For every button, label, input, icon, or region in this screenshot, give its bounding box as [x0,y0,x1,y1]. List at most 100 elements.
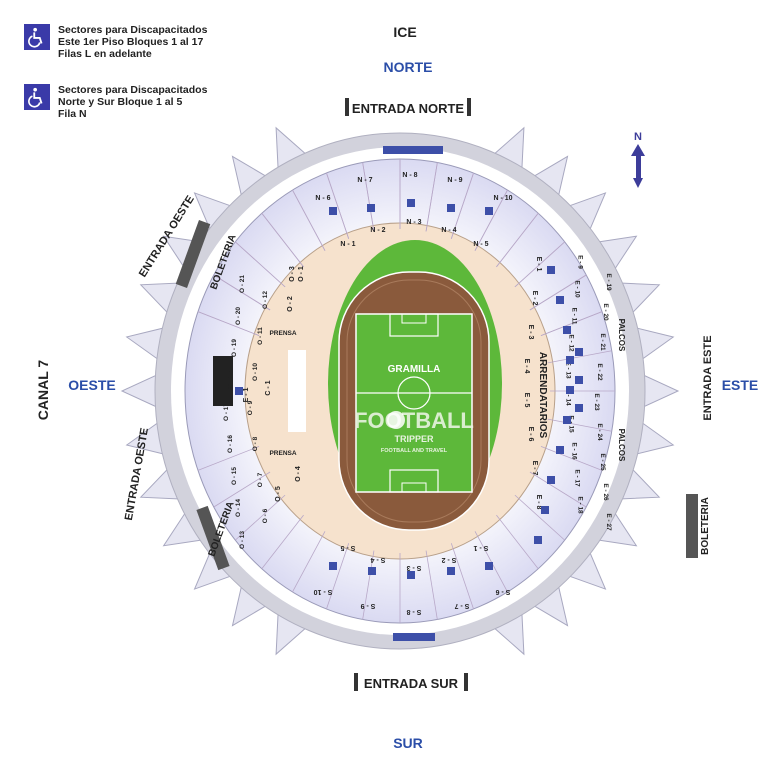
entrada-este-sign: ENTRADA ESTE [702,335,714,420]
legend-item-north-south: Sectores para Discapacitados Norte y Sur… [24,84,207,120]
sector-label: O - 19 [231,339,238,357]
boleteria-east-label: BOLETERIA [700,497,711,555]
sector-label: S - 8 [407,608,422,615]
goal-box-bottom [401,482,427,493]
sector-divider [235,241,286,288]
disabled-seat-marker [547,476,555,484]
sector-divider [547,418,612,432]
boleteria-bar-west-top [175,219,211,289]
disabled-seat-marker [407,199,415,207]
disabled-seat-marker [485,562,493,570]
sector-label: N - 5 [473,241,488,248]
sector-label: E - 15 [568,415,575,433]
sector-label: E - 2 [531,291,538,306]
prensa-bottom-label: PRENSA [269,450,296,457]
watermark-line2: TRIPPER [394,434,434,444]
disabled-seat-marker [367,204,375,212]
sector-label: O - 18 [227,371,234,389]
sector-label: S - 7 [455,602,470,609]
sector-label: S - 6 [496,588,511,595]
sector-label: E - 9 [577,255,584,269]
svg-text:ENTRADA ESTE: ENTRADA ESTE [702,335,714,420]
legend-item-east: Sectores para Discapacitados Este 1er Pi… [24,24,207,60]
sector-label: E - 11 [571,308,578,325]
sector-label: O - 9 [247,400,254,415]
disabled-seat-marker [575,404,583,412]
svg-text:ENTRADA NORTE: ENTRADA NORTE [352,101,465,116]
sector-divider [425,162,438,232]
prensa-top-label: PRENSA [269,330,296,337]
sector-divider [496,514,539,569]
sector-divider [540,446,603,471]
sector-divider [540,311,603,336]
sector-label: E - 1 [535,257,542,272]
oeste-label: OESTE [68,377,115,393]
disabled-seat-marker [563,416,571,424]
sector-divider [514,494,565,541]
sector-label: E - 22 [596,363,603,381]
sector-divider [197,311,260,336]
entrada-sur-sign: ENTRADA SUR [354,673,468,691]
sector-label: O - 6 [262,508,269,523]
sector-divider [261,514,304,569]
sector-label: N - 1 [340,241,355,248]
sector-label: E - 26 [602,483,609,501]
sector-label: N - 6 [315,195,330,202]
sector-label: E - 10 [574,280,581,298]
sector-label: O - 17 [223,403,230,421]
boleteria-bar-east [686,494,698,558]
sur-label: SUR [393,735,423,751]
pitch [355,313,473,493]
sector-divider [496,213,539,268]
disabled-seat-marker [407,571,415,579]
wheelchair-icon [24,24,50,50]
sector-label: E - 16 [571,442,578,460]
sector-label: E - 27 [605,513,612,531]
sector-label: O - 1 [298,266,305,282]
boleteria-bar-west-bottom [196,505,230,571]
sector-label: O - 5 [275,486,282,502]
sector-divider [425,550,438,620]
field-name: GRAMILLA [388,364,441,375]
sector-label: S - 10 [314,588,333,595]
sector-label: O - 10 [252,363,259,381]
sector-label: S - 1 [474,544,489,551]
disabled-seat-marker [235,387,243,395]
sector-label: S - 4 [371,556,386,563]
watermark-line1: FOOTBALL [354,408,474,433]
sector-label: E - 14 [565,388,572,406]
sector-label: O - 12 [262,291,269,309]
sector-label: O - 13 [239,531,246,549]
disabled-seat-marker [447,204,455,212]
sector-label: S - 3 [407,564,422,571]
disabled-seat-marker [556,296,564,304]
watermark-line3: FOOTBALL AND TRAVEL [381,448,448,454]
disabled-seat-marker [534,536,542,544]
sector-divider [326,172,350,239]
sector-label: E - 12 [568,334,575,352]
north-arrow-letter: N [634,131,642,143]
sector-divider [547,350,612,364]
sector-label: O - 16 [227,435,234,453]
sector-label: O - 8 [252,436,259,451]
center-circle [397,376,431,410]
disabled-seat-marker [368,567,376,575]
canal-label: CANAL 7 [35,360,51,421]
disabled-seat-marker [556,446,564,454]
north-blue-bar [383,146,443,154]
wheelchair-icon [24,84,50,110]
sector-label: S - 9 [361,602,376,609]
sector-divider [197,446,260,471]
sector-label: E - 7 [531,461,538,476]
disabled-seat-marker [566,356,574,364]
sector-divider [213,274,271,311]
disabled-seat-markers [235,199,583,579]
disabled-seat-marker [563,326,571,334]
sector-label: E - 20 [602,303,609,321]
sector-label: S - 2 [442,556,457,563]
sector-divider [292,531,326,593]
north-arrow-icon [631,144,645,188]
disabled-seat-marker [566,386,574,394]
sector-label: E - 13 [565,361,572,379]
